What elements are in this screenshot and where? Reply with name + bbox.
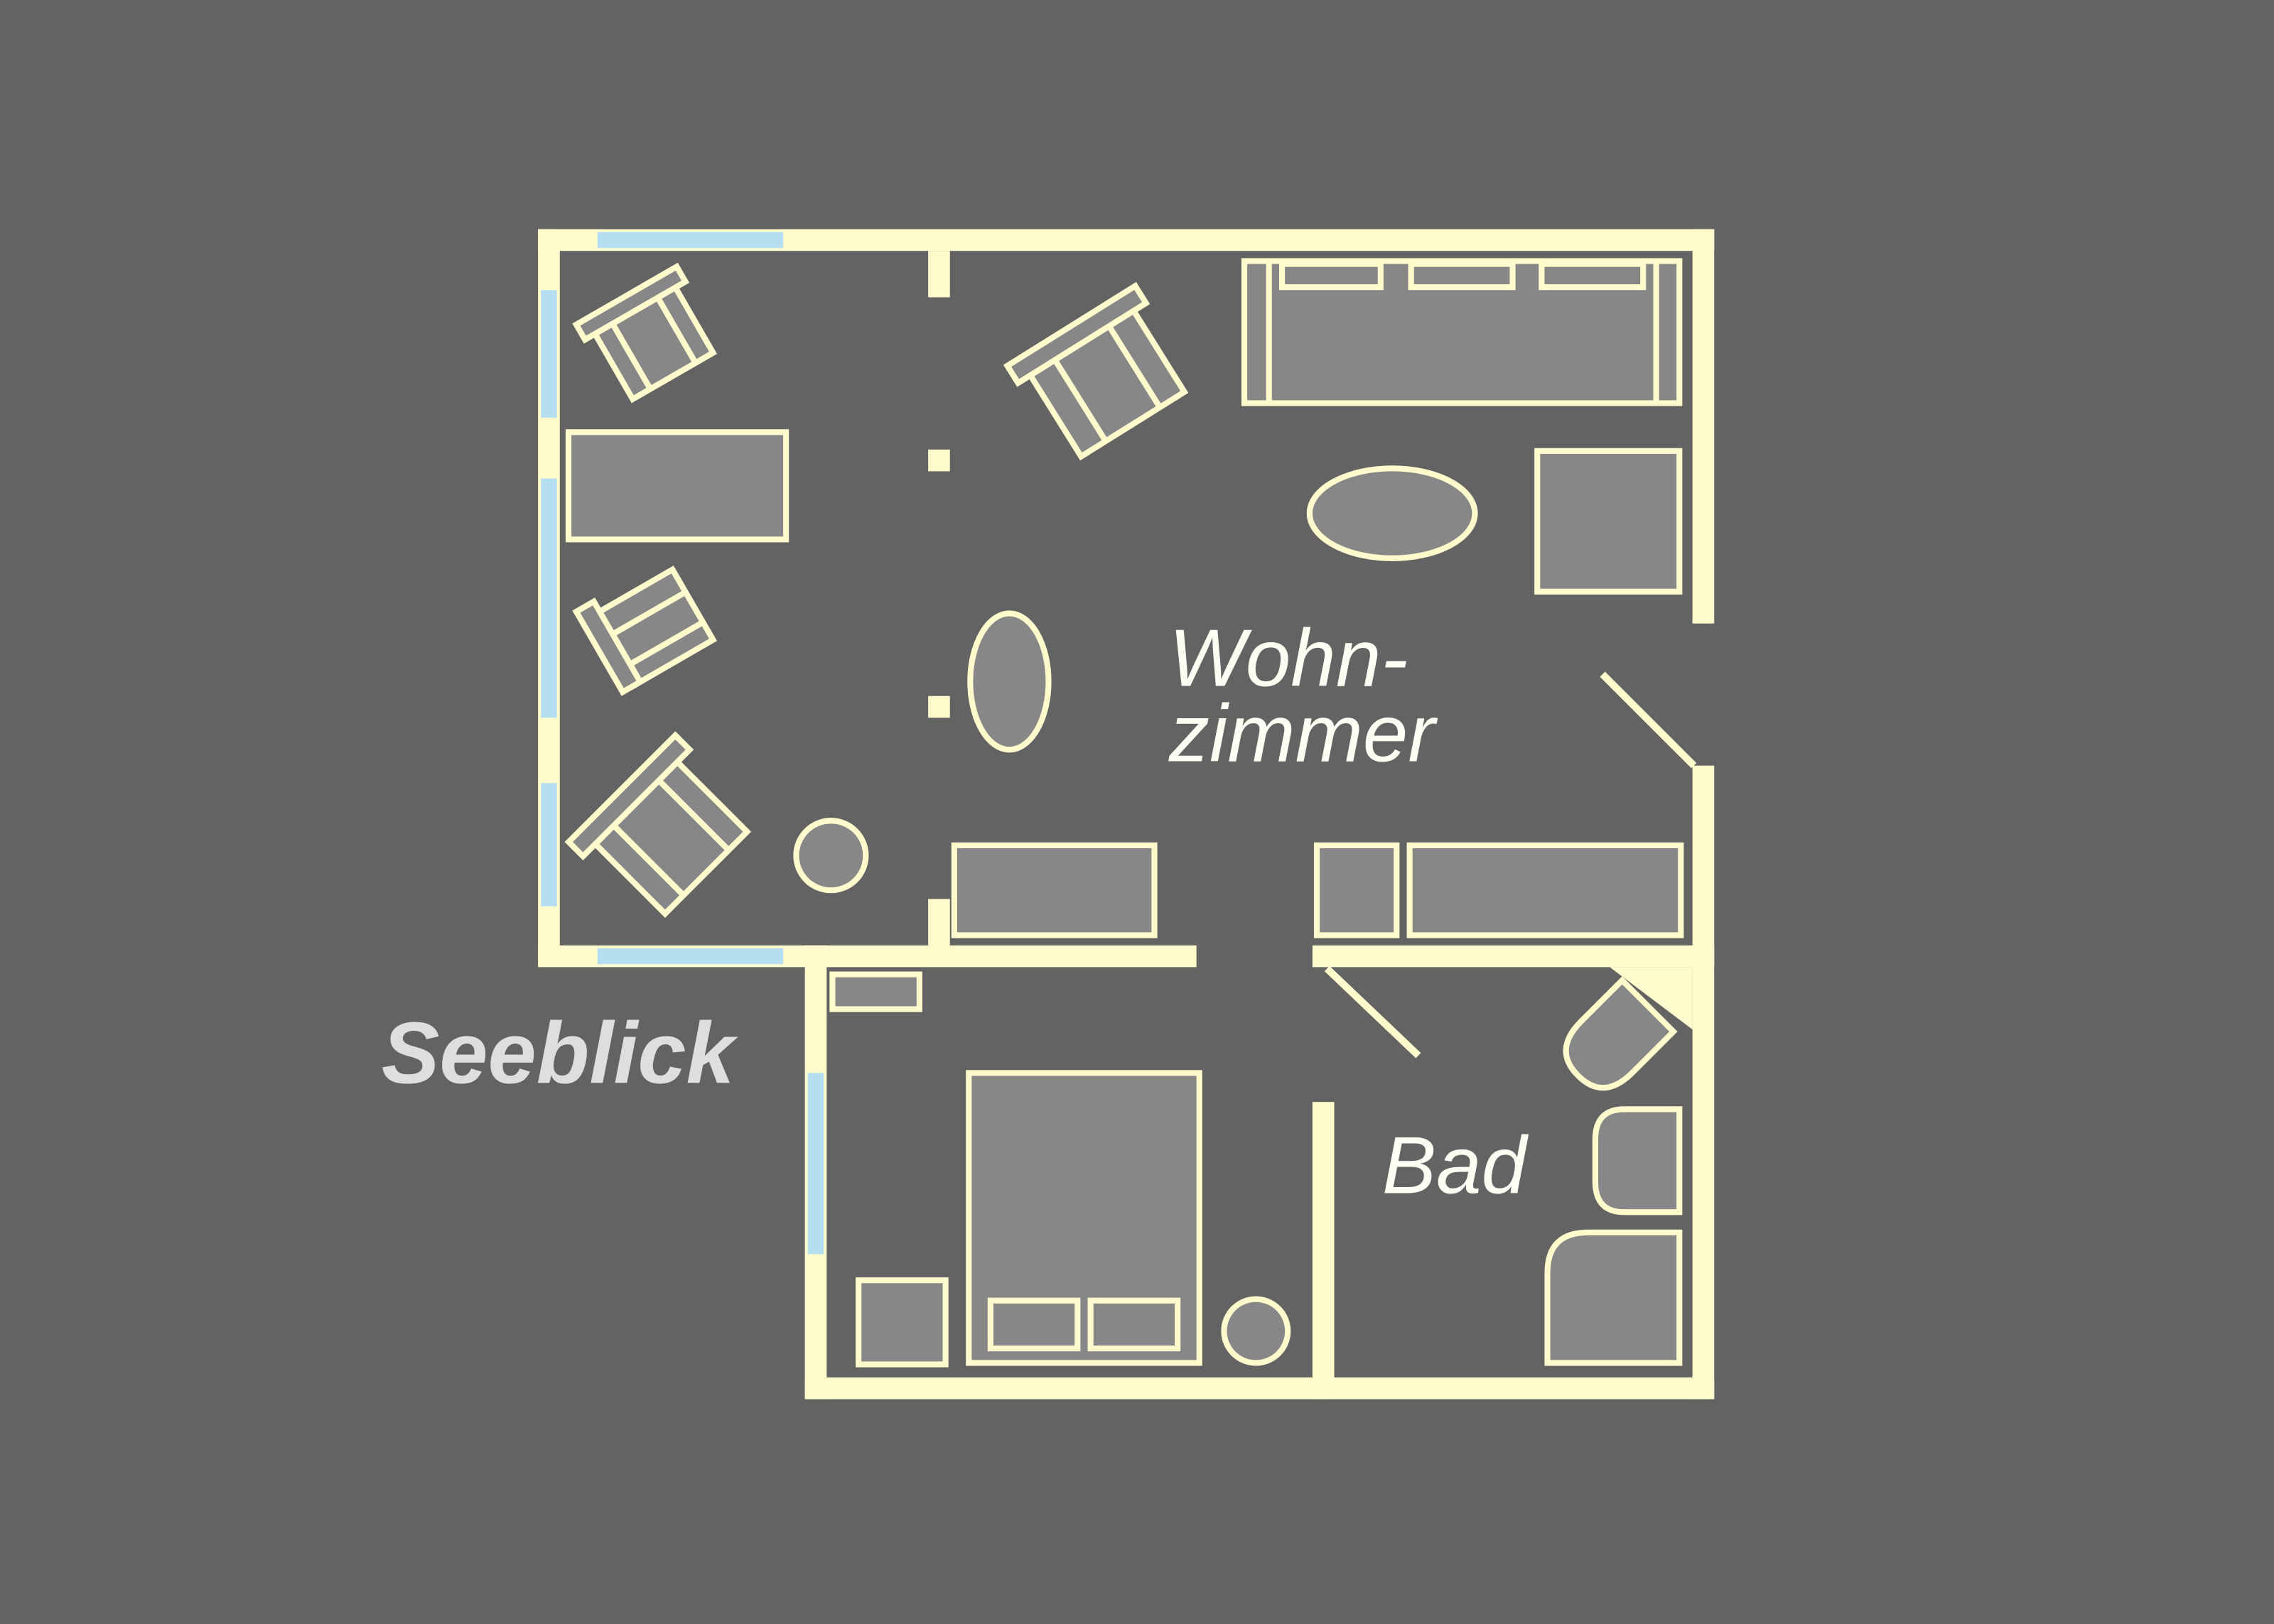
sideboard: [1406, 842, 1684, 938]
furniture: [564, 258, 1684, 1368]
oval-table: [967, 610, 1052, 753]
toilet: [1563, 976, 1678, 1091]
room-label-living-line1: Wohn-: [1169, 613, 1408, 703]
shower: [1544, 1229, 1683, 1366]
side-table: [1534, 448, 1683, 595]
wall-shelf: [829, 971, 922, 1012]
armchair: [564, 731, 752, 918]
desk: [565, 429, 790, 543]
round-stool: [1221, 1296, 1291, 1366]
room-label-bathroom: Bad: [1382, 1121, 1529, 1211]
armchair: [572, 262, 718, 404]
sink: [1592, 1106, 1683, 1216]
round-side-table: [793, 818, 869, 894]
sideboard: [951, 842, 1158, 938]
double-bed: [966, 1070, 1202, 1366]
windows: [541, 232, 824, 1255]
room-label-living-line2: zimmer: [1168, 689, 1438, 779]
plan-title: Seeblick: [382, 1005, 739, 1102]
nightstand: [856, 1277, 949, 1368]
coffee-table: [1306, 465, 1478, 561]
armchair: [1003, 281, 1189, 461]
cabinet: [1313, 842, 1400, 938]
armchair: [572, 565, 718, 696]
sofa: [1241, 258, 1683, 406]
